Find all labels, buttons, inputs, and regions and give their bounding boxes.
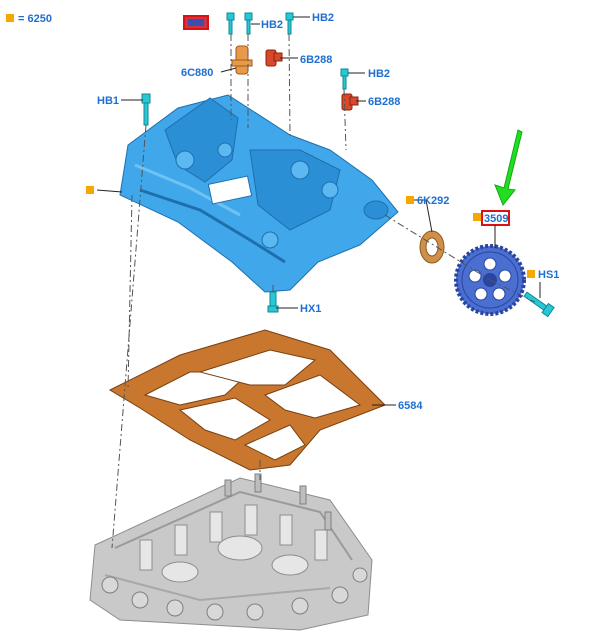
callout-hs1: HS1 — [538, 269, 559, 281]
bolt-hb2-top-right — [285, 12, 294, 35]
callout-6c880: 6C880 — [181, 67, 213, 79]
callout-hb2-a: HB2 — [261, 19, 283, 31]
sensor-6c880 — [231, 45, 253, 75]
callout-6584: 6584 — [398, 400, 423, 412]
legend-text: = 6250 — [18, 13, 52, 25]
callout-6b288-b: 6B288 — [368, 96, 400, 108]
alignment-lines — [111, 33, 536, 549]
bolt-hb2-left — [226, 12, 235, 35]
camshaft-cover — [119, 94, 399, 293]
bolt-hb2-middle — [244, 12, 253, 35]
callout-6k292: 6K292 — [417, 195, 449, 207]
highlight-box-fill — [188, 19, 204, 26]
legend-marker — [6, 14, 14, 22]
gasket — [108, 329, 386, 471]
callout-hx1: HX1 — [300, 303, 321, 315]
bolt-hb1 — [141, 93, 151, 126]
cylinder-head — [89, 473, 373, 631]
oil-seal — [419, 230, 445, 264]
callout-3509: 3509 — [484, 213, 508, 225]
bolt-hs1 — [523, 291, 555, 318]
marker-hs1 — [527, 270, 535, 278]
callout-hb1: HB1 — [97, 95, 119, 107]
sensor-6b288-upper — [265, 49, 283, 67]
marker-cover — [86, 186, 94, 194]
leader-lines — [96, 16, 541, 406]
callout-6b288-a: 6B288 — [300, 54, 332, 66]
callout-hb2-c: HB2 — [368, 68, 390, 80]
marker-3509 — [473, 213, 481, 221]
green-arrow — [494, 129, 523, 206]
bolt-hb2-right — [340, 68, 349, 90]
marker-6k292 — [406, 196, 414, 204]
callout-hb2-b: HB2 — [312, 12, 334, 24]
bolt-hx1 — [267, 291, 279, 313]
